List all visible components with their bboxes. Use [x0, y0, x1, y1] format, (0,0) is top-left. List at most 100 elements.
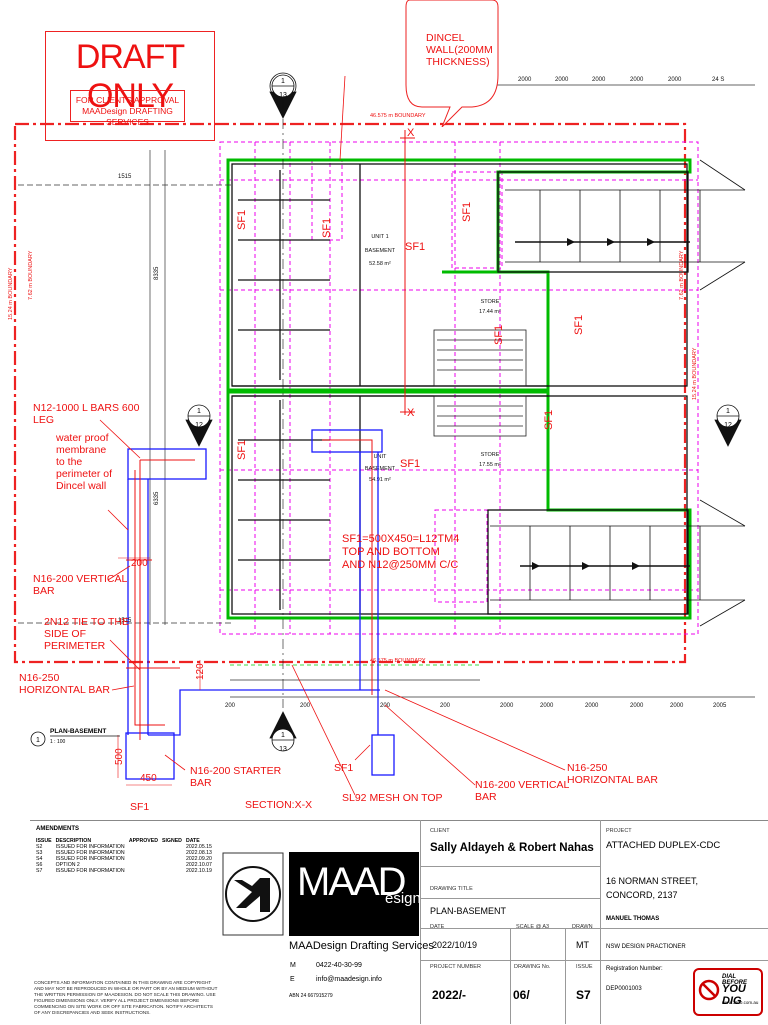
sf1-section-label: SF1 — [334, 762, 354, 774]
sf1-label: SF1 — [573, 315, 585, 335]
dincel-line3: THICKNESS) — [426, 56, 490, 68]
marker-right-sheet: 12 — [724, 422, 732, 429]
tie-line3: PERIMETER — [44, 640, 106, 652]
logo-sub: esign — [385, 890, 421, 907]
section-title: SECTION:X-X — [245, 799, 313, 811]
amend-header-approved: APPROVED — [128, 838, 158, 844]
title-block — [30, 820, 768, 1025]
unit2-label: UNIT — [374, 454, 387, 460]
draft-title: DRAFT ONLY — [75, 38, 185, 115]
dim-label: 2000 — [668, 77, 682, 83]
dim-label: 6335 — [154, 491, 160, 505]
dim-label: 8335 — [154, 266, 160, 280]
wp-line3: to the — [56, 456, 83, 468]
phone: 0422-40-30-99 — [316, 962, 362, 969]
email-link[interactable]: info@maadesign.info — [316, 976, 382, 983]
n16-horizontal-right-note: N16-250 HORIZONTAL BAR — [567, 762, 658, 786]
wp-line1: water proof — [56, 432, 109, 444]
issue-number: S7 — [576, 988, 591, 1002]
n12-line2: LEG — [33, 414, 55, 426]
company-name: MAADesign Drafting Services — [289, 940, 434, 952]
n16v-line1: N16-200 VERTICAL — [33, 573, 128, 585]
sf1-plan-labels: SF1 SF1 SF1 SF1 SF1 SF1 SF1 SF1 — [236, 202, 585, 460]
n16h-line1: N16-250 — [19, 672, 60, 684]
dim-label: 200 — [225, 703, 236, 709]
starter-line2: BAR — [190, 777, 212, 789]
amend-desc: ISSUED FOR INFORMATION — [55, 868, 125, 874]
dim-label: 2000 — [555, 77, 569, 83]
abn: ABN 24 667915279 — [289, 993, 333, 999]
drawn-label: DRAWN — [572, 924, 593, 930]
sf1-label: SF1 — [321, 218, 333, 238]
client-name: Sally Aldayeh & Robert Nahas — [430, 842, 594, 854]
drawing-title-label: DRAWING TITLE — [430, 886, 473, 892]
dim-label: 1515 — [118, 618, 132, 624]
dim-label: 200 — [300, 703, 311, 709]
dim-label: 2000 — [670, 703, 684, 709]
waterproof-note: water proof membrane to the perimeter of… — [56, 432, 112, 492]
sf1-label: SF1 — [493, 325, 505, 345]
amend-header-date: DATE — [185, 838, 200, 844]
draft-stamp — [45, 31, 215, 141]
starter-line1: N16-200 STARTER — [190, 765, 282, 777]
marker-right-num: 1 — [726, 408, 730, 415]
misc-dim-labels: 1515 8335 6335 1515 — [118, 174, 160, 624]
unit1-sub: BASEMENT — [365, 248, 396, 254]
amend-header-issue: ISSUE — [36, 838, 52, 844]
n16-horizontal-left-note: N16-250 HORIZONTAL BAR — [19, 672, 110, 696]
amendments-table: ISSUE DESCRIPTION APPROVED SIGNED DATE S… — [34, 838, 214, 874]
n16v-line2: BAR — [33, 585, 55, 597]
sf1-spec-line2: TOP AND BOTTOM — [342, 546, 440, 558]
leader-lines — [99, 75, 566, 796]
section-x-top: X — [407, 127, 415, 139]
m-label: M — [290, 962, 296, 969]
dial-line1: DIAL BEFORE — [722, 974, 748, 986]
sf1-spec-line1: SF1=500X450=L12TM4 — [342, 533, 460, 545]
boundary-text: 46.575 m BOUNDARY 46.575 m BOUNDARY 15.2… — [8, 113, 698, 664]
section-marker-bottom — [269, 711, 297, 752]
amend-date: 2022.05.15 — [185, 844, 212, 850]
sf1-label: SF1 — [543, 410, 555, 430]
amend-issue: S6 — [36, 862, 43, 868]
boundary-label-left: 15.24 m BOUNDARY — [8, 267, 14, 320]
sf1-mid-label: SF1 — [400, 458, 421, 470]
sf1-label: SF1 — [405, 241, 425, 253]
sf1-label: SF1 — [236, 210, 248, 230]
dim-label: 2000 — [500, 703, 514, 709]
maad-logo-icon — [222, 852, 284, 936]
section-x-bottom: X — [407, 407, 415, 419]
setback-lines — [219, 141, 699, 635]
practitioner-title: NSW DESIGN PRACTIONER — [606, 944, 686, 950]
n12-bars-note: N12-1000 L BARS 600 LEG — [33, 402, 139, 426]
dim-label: 2000 — [592, 77, 606, 83]
marker-left-sheet: 12 — [195, 422, 203, 429]
amendments-header-row: ISSUE DESCRIPTION APPROVED SIGNED DATE — [34, 838, 214, 844]
room-labels: UNIT 1 BASEMENT 52.58 m² UNIT BASEMENT 5… — [365, 234, 501, 483]
project-number: 2022/- — [432, 988, 467, 1002]
red-rebar — [126, 439, 373, 740]
store1-label: STORE — [481, 299, 500, 305]
registration-number: DEP0001003 — [606, 986, 642, 992]
drawing-number: 06/ — [513, 988, 530, 1002]
site-boundary — [13, 122, 687, 664]
dincel-line2: WALL(200MM — [426, 44, 493, 56]
drawn-value: MT — [576, 940, 589, 950]
tie-line2: SIDE OF — [44, 628, 87, 640]
marker-bottom-sheet: 13 — [279, 746, 287, 753]
n16vb-line2: BAR — [475, 791, 497, 803]
practitioner-name: MANUEL THOMAS — [606, 916, 660, 922]
boundary-label-right2: 15.24 m BOUNDARY — [692, 347, 698, 400]
amend-date: 2022.10.07 — [185, 862, 212, 868]
dim-label: 2005 — [713, 703, 727, 709]
drawing-number-label: DRAWING No. — [514, 964, 551, 970]
n16h-line2: HORIZONTAL BAR — [19, 684, 111, 696]
n16vb-line1: N16-200 VERTICAL — [475, 779, 570, 791]
plan-title: PLAN-BASEMENT — [50, 728, 106, 735]
dial-before-you-dig-badge: DIAL BEFORE YOU DIG www.1100.com.au — [693, 968, 763, 1016]
wp-line5: Dincel wall — [56, 480, 107, 492]
dim-label: 200 — [380, 703, 391, 709]
amendments-title: AMENDMENTS — [36, 826, 79, 832]
